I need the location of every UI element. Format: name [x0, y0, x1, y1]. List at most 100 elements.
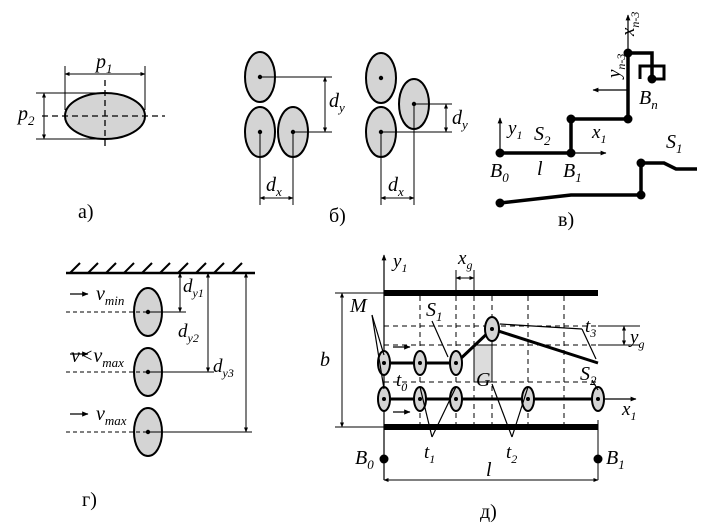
svg-text:B0: B0 — [355, 447, 374, 472]
t3-sub: 3 — [589, 326, 596, 340]
dy-left-label: d — [329, 90, 340, 112]
t1-sub: 1 — [429, 452, 435, 466]
svg-text:B0: B0 — [490, 160, 509, 185]
svg-text:dy: dy — [329, 90, 345, 115]
b0-label: B — [355, 447, 367, 469]
b1-label: B — [606, 447, 618, 469]
y1-sub: 1 — [401, 261, 407, 275]
s2-label: S — [534, 123, 544, 145]
s2-sub: 2 — [590, 373, 597, 388]
l-label: l — [537, 158, 543, 180]
caption-v: в) — [558, 209, 574, 231]
p2-label: p — [16, 103, 28, 125]
svg-text:dy2: dy2 — [178, 321, 199, 345]
svg-text:Bn: Bn — [639, 87, 658, 112]
dy1-sub: y1 — [192, 286, 204, 300]
p1-label: p — [94, 51, 106, 73]
svg-text:yg: yg — [628, 327, 644, 351]
svg-text:t2: t2 — [506, 442, 517, 466]
b0-label: B — [490, 160, 502, 182]
t1-label: t — [424, 442, 430, 463]
dx-right-label: d — [388, 174, 399, 196]
vmin-sub: min — [105, 293, 125, 308]
caption-b: б) — [329, 205, 346, 227]
svg-text:S1: S1 — [666, 131, 683, 156]
bottom-wall — [384, 424, 598, 430]
svg-text:dy3: dy3 — [213, 356, 234, 380]
xn3-label: x — [618, 27, 639, 37]
svg-text:v<vmax: v<vmax — [71, 345, 124, 370]
cell-g — [473, 344, 493, 383]
b0-sub: 0 — [367, 457, 374, 472]
vmax-sub: max — [105, 413, 127, 428]
yn3-label: y — [604, 69, 625, 80]
svg-text:B1: B1 — [606, 447, 625, 472]
panel-d: y1 xg M S1 t3 yg b t0 G S2 x1 B0 t1 t2 B… — [320, 248, 644, 523]
svg-text:p1: p1 — [94, 51, 113, 76]
t2-label: t — [506, 442, 512, 463]
svg-text:y1: y1 — [506, 118, 522, 142]
svg-text:y1: y1 — [391, 251, 407, 275]
svg-text:dy: dy — [452, 107, 468, 132]
l-label: l — [486, 459, 492, 481]
svg-text:xg: xg — [457, 248, 472, 272]
svg-text:vmax: vmax — [96, 403, 127, 428]
panel-g: vmin v<vmax vmax dy1 dy2 dy3 г) — [66, 262, 255, 511]
t0-label: t — [396, 370, 402, 391]
svg-text:x1: x1 — [621, 399, 636, 423]
svg-text:dy1: dy1 — [183, 276, 204, 300]
b1-sub: 1 — [575, 170, 582, 185]
yn3-sub: n-3 — [614, 54, 628, 70]
dx-left-label: d — [266, 174, 277, 196]
path-s1 — [499, 161, 697, 205]
caption-d: д) — [480, 501, 497, 523]
yg-label: y — [628, 327, 639, 348]
svg-text:S2: S2 — [580, 363, 597, 388]
wall-hatching — [69, 262, 243, 274]
svg-text:t1: t1 — [424, 442, 435, 466]
x1-label: x — [621, 399, 631, 420]
dy1-label: d — [183, 276, 193, 297]
b1-label: B — [563, 160, 575, 182]
xg-label: x — [457, 248, 467, 269]
s1-sub: 1 — [676, 141, 683, 156]
panel-b: dy dx dy dx б) — [244, 51, 468, 227]
svg-text:dx: dx — [266, 174, 282, 199]
svg-text:vmin: vmin — [96, 283, 124, 308]
s1-label: S — [666, 131, 676, 153]
panel-v: xn-3 yn-3 Bn y1 S2 x1 S1 B0 l B1 в) — [490, 12, 697, 231]
caption-a: а) — [78, 201, 94, 223]
dy2-label: d — [178, 321, 188, 342]
m-label: M — [349, 295, 368, 317]
dy3-sub: y3 — [222, 366, 234, 380]
g-label: G — [476, 369, 491, 391]
t0-sub: 0 — [401, 380, 407, 394]
xg-sub: g — [466, 258, 472, 272]
s2-label: S — [580, 363, 590, 385]
s2-sub: 2 — [544, 133, 551, 148]
svg-text:S2: S2 — [534, 123, 551, 148]
t3-label: t — [585, 316, 591, 337]
p1-sub: 1 — [106, 61, 113, 76]
dy-right-label: d — [452, 107, 463, 129]
vmid-label-a: v — [71, 345, 80, 367]
xn3-sub: n-3 — [628, 12, 642, 28]
x1-label: x — [591, 122, 601, 143]
dy2-sub: y2 — [187, 331, 199, 345]
bn-label: B — [639, 87, 651, 109]
dy-right-sub: y — [460, 117, 468, 132]
t2-sub: 2 — [511, 452, 517, 466]
b-label: b — [320, 349, 330, 371]
svg-text:S1: S1 — [426, 299, 443, 324]
dx-left-sub: x — [275, 184, 282, 199]
svg-text:t0: t0 — [396, 370, 407, 394]
top-wall — [384, 290, 598, 296]
bn-sub: n — [651, 97, 658, 112]
y1-sub: 1 — [516, 128, 522, 142]
vmid-sub: max — [102, 355, 124, 370]
panel-a: p1 p2 а) — [16, 51, 165, 223]
vmin-label: v — [96, 283, 105, 305]
b0-sub: 0 — [502, 170, 509, 185]
s1-sub: 1 — [436, 309, 443, 324]
